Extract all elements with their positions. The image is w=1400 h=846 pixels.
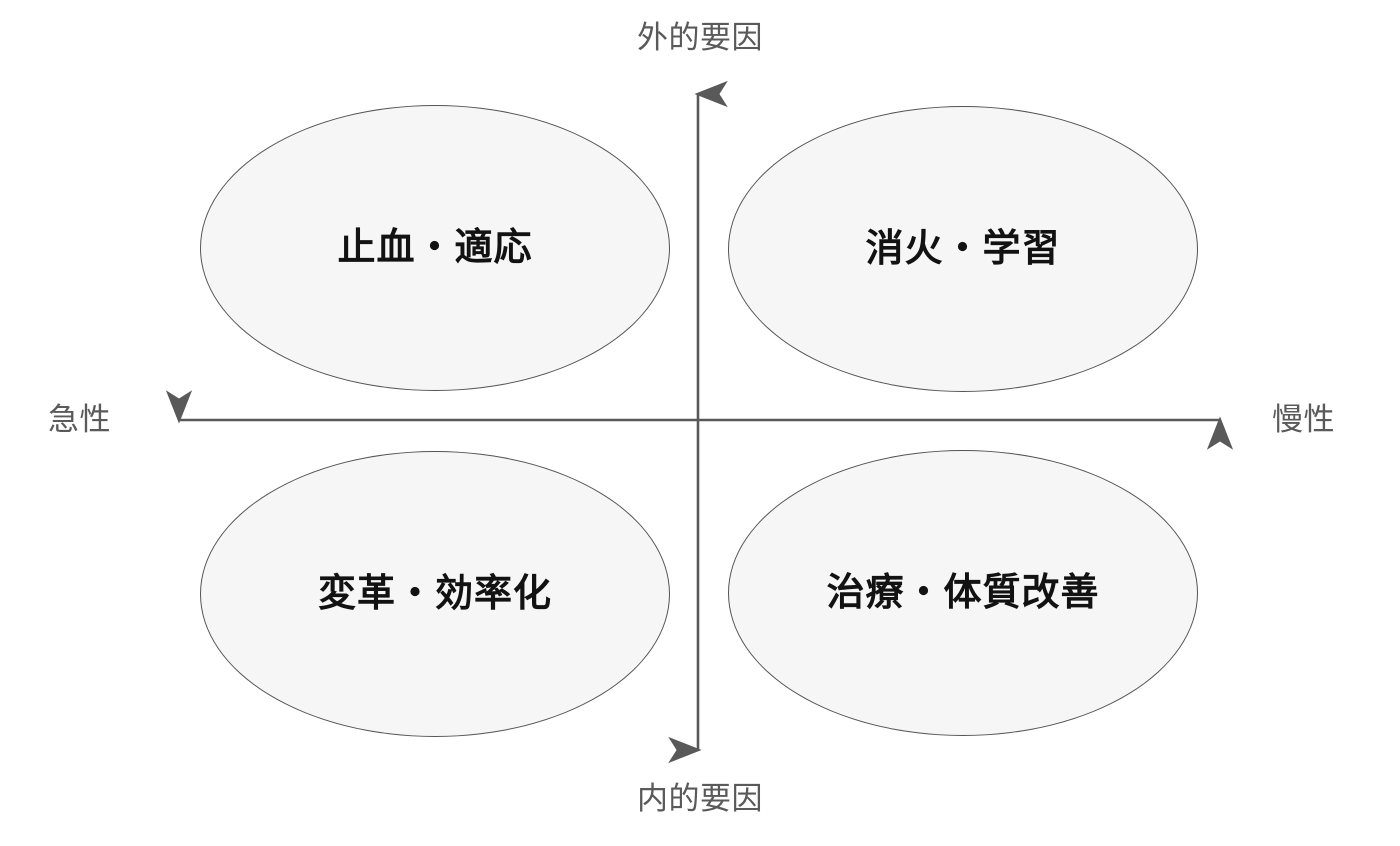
axis-label-top-external-factors: 外的要因 [637, 20, 763, 55]
quadrant-ellipse-top-right[interactable]: 消火・学習 [728, 106, 1198, 392]
quadrant-label-top-left: 止血・適応 [337, 227, 533, 269]
axis-label-bottom-internal-factors: 内的要因 [637, 781, 763, 816]
quadrant-label-bottom-right: 治療・体質改善 [826, 572, 1100, 614]
quadrant-ellipse-bottom-right[interactable]: 治療・体質改善 [728, 450, 1198, 736]
axis-label-right-chronic: 慢性 [1272, 402, 1335, 437]
quadrant-ellipse-bottom-left[interactable]: 変革・効率化 [200, 451, 670, 737]
quadrant-label-bottom-left: 変革・効率化 [317, 573, 552, 615]
axis-label-left-acute: 急性 [48, 402, 111, 437]
quadrant-ellipse-top-left[interactable]: 止血・適応 [200, 105, 670, 391]
quadrant-label-top-right: 消火・学習 [865, 228, 1061, 270]
